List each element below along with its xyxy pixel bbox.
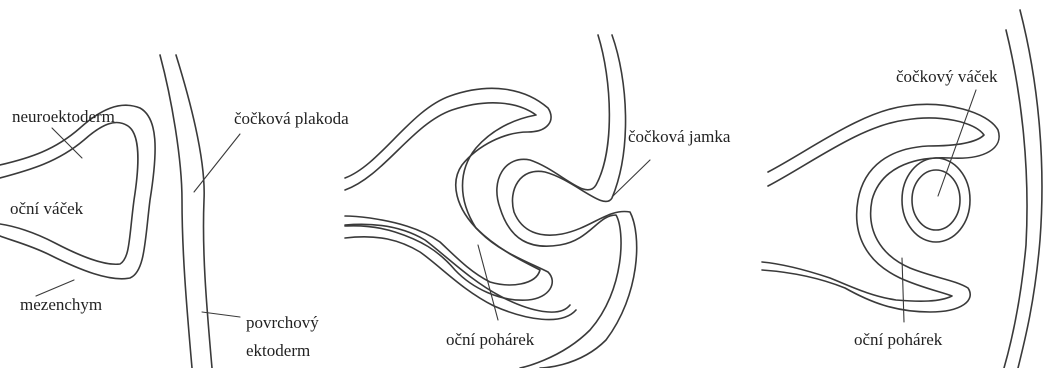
surface-ectoderm3-inner [1004,30,1027,368]
leader-mesenchyme [36,280,74,296]
leader-lens-placode [194,134,240,192]
surface-ectoderm-outer [160,55,192,368]
stage-2-panel: čočková jamka oční pohárek [345,35,731,368]
surface-ectoderm3-outer [1018,10,1042,368]
leader-optic-cup-3 [902,258,904,322]
leader-lens-pit [612,160,650,197]
label-mesenchyme: mezenchym [20,295,102,314]
label-surface-ectoderm-1: povrchový [246,313,319,332]
label-lens-pit: čočková jamka [628,127,731,146]
optic-cup-upper-outer [345,88,552,300]
label-optic-vesicle: oční váček [10,199,84,218]
label-surface-ectoderm-2: ektoderm [246,341,310,360]
label-lens-vesicle: čočkový váček [896,67,998,86]
optic-cup3-outer [762,104,999,312]
stage-1-panel: neuroektoderm oční váček mezenchym čočko… [0,55,349,368]
leader-neuroectoderm [52,128,82,158]
stage-3-panel: čočkový váček oční pohárek [762,10,1042,368]
label-optic-cup-3: oční pohárek [854,330,943,349]
label-lens-placode: čočková plakoda [234,109,349,128]
label-neuroectoderm: neuroektoderm [12,107,115,126]
optic-cup-lower-inner [345,237,576,320]
lens-vesicle-inner [912,170,960,230]
label-optic-cup-2: oční pohárek [446,330,535,349]
